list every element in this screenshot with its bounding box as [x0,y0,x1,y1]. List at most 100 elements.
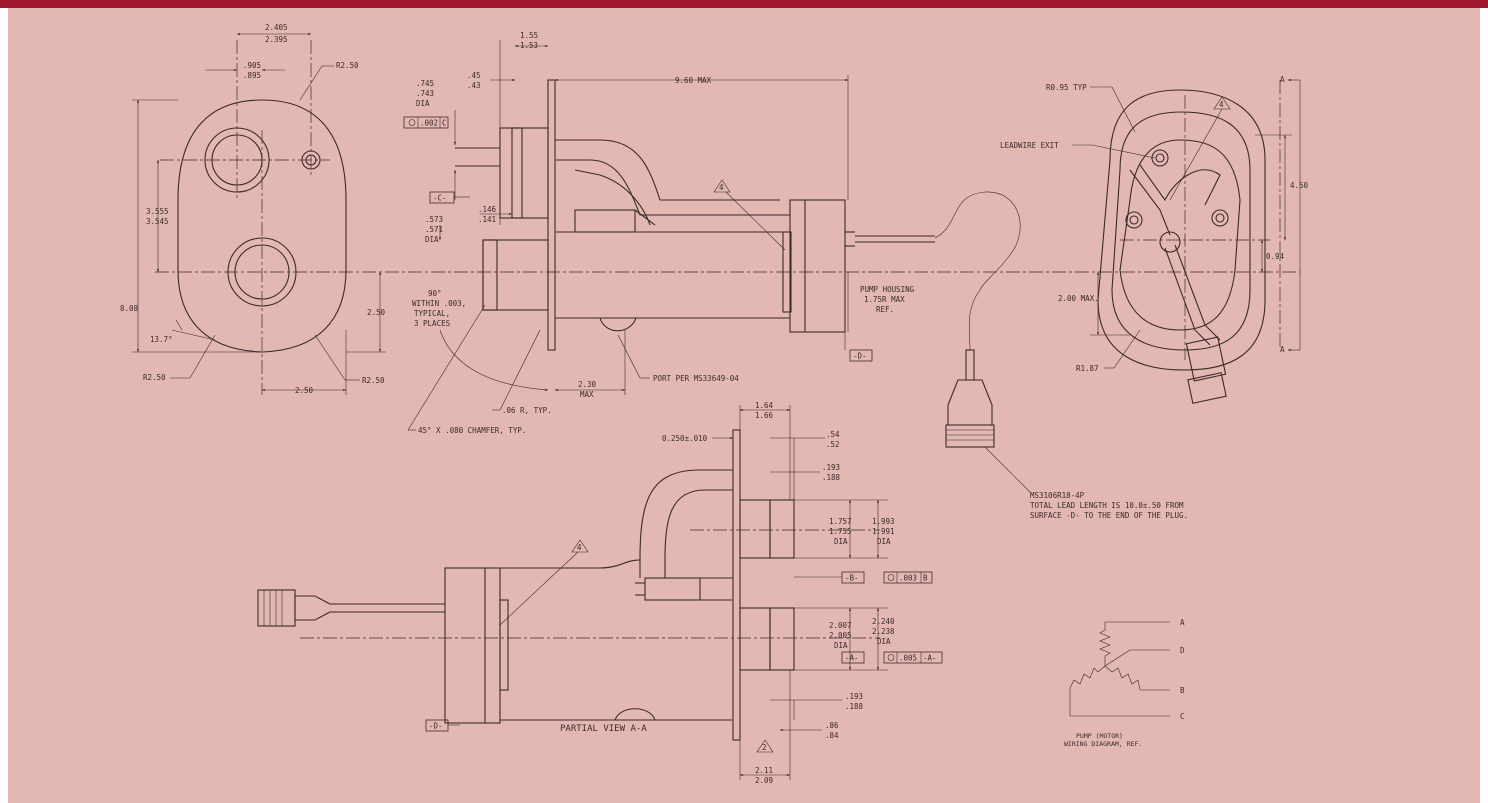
partial-193b-dim-1: .193 [845,692,863,701]
front-height-dim: 8.08 [120,304,139,313]
coil-a [1099,622,1111,666]
partial-note-4: 4 [577,543,582,552]
partial-2240-dim-3: DIA [877,637,891,646]
partial-2240-dim-2: 2.238 [872,627,895,636]
partial-86-dim-2: .84 [825,731,839,740]
partial-view-title: PARTIAL VIEW A-A [560,724,647,734]
side-outlet-boss [482,239,549,311]
end-inner-outline [1111,111,1251,351]
end-view: A A R0.95 TYP 4 LEADWIRE EXIT 4.50 0.94 … [1000,75,1309,404]
perp-note-4: 3 PLACES [414,319,451,328]
side-length-max: 9.60 MAX [675,76,712,85]
section-a-bottom: A [1280,345,1285,354]
connector-note-2: TOTAL LEAD LENGTH IS 10.0±.50 FROM [1030,501,1184,510]
partial-elbow [639,469,733,578]
partial-193a-dim-2: .188 [822,473,841,482]
lead-wire [934,191,1021,351]
side-datum-d: -D- [853,352,867,361]
coil-c [1069,665,1106,689]
front-hole-dim-1: .905 [243,61,261,70]
partial-datum-d: -D- [429,722,443,731]
end-094-dim: 0.94 [1266,252,1285,261]
partial-2007-dim-3: DIA [834,641,848,650]
side-146-dim-2: .141 [478,215,496,224]
end-outer-outline [1097,89,1266,371]
side-573-dim-1: .573 [425,215,443,224]
partial-datum-b: -B- [845,574,859,583]
side-datum-c: -C- [433,194,447,203]
side-230-dim-1: 2.30 [578,380,597,389]
partial-164-dim-2: 1.66 [755,411,774,420]
partial-1993-dim-1: 1.993 [872,517,895,526]
partial-193b-dim-2: .188 [845,702,864,711]
partial-54-dim-2: .52 [826,440,840,449]
coil-b [1104,665,1141,691]
side-bracket [574,209,636,233]
partial-1993-dim-3: DIA [877,537,891,546]
partial-view: 1.64 1.66 0.250±.010 .54 .52 .193 .188 1… [257,401,943,785]
side-573-dim-2: .571 [425,225,443,234]
side-flange [547,79,556,351]
front-hole-dim-2: .895 [243,71,261,80]
top-accent-bar [0,0,1488,8]
terminal-a: A [1180,618,1185,627]
side-146-dim-1: .146 [478,205,497,214]
end-radius-typ: R0.95 TYP [1046,83,1087,92]
side-tube-upper [555,139,780,201]
partial-flange [732,429,741,741]
partial-1757-dim-3: DIA [834,537,848,546]
partial-1757-dim-1: 1.757 [829,517,852,526]
chamfer-note: 45° X .080 CHAMFER, TYP. [418,426,526,435]
connector-note-1: MS3106R18-4P [1030,491,1085,500]
radius-note: .06 R, TYP. [502,406,552,415]
front-width-dim-2: 2.395 [265,35,288,44]
fcf-a-datum: -A- [923,654,937,663]
side-note-4: 4 [719,183,724,192]
connector-note: MS3106R18-4P TOTAL LEAD LENGTH IS 10.0±.… [984,446,1188,520]
front-radius-top: R2.50 [336,61,359,70]
terminal-c: C [1180,712,1185,721]
end-connector [1185,336,1227,382]
fcf-a-value: .005 [899,654,917,663]
side-view: 1.55 1.53 .45 .43 9.60 MAX .745 .743 DIA… [403,31,1021,448]
connector-note-3: SURFACE -D- TO THE END OF THE PLUG. [1030,511,1188,520]
end-radius-187: R1.87 [1076,364,1099,373]
wiring-caption-2: WIRING DIAGRAM, REF. [1064,740,1142,748]
partial-2007-dim-1: 2.007 [829,621,852,630]
side-dia-top-1: .745 [416,79,434,88]
side-dia-top-2: .743 [416,89,434,98]
side-573-dim-3: DIA [425,235,439,244]
pump-housing-3: REF. [876,305,894,314]
front-angle: 13.7° [150,335,173,344]
section-a-top: A [1280,75,1285,84]
side-flange-dim-1: 1.55 [520,31,538,40]
side-inlet-boss [499,127,549,219]
port-note: PORT PER MS33649-04 [653,374,739,383]
side-port [599,317,637,332]
perp-note-1: 90° [428,289,442,298]
side-inlet-groove [511,127,523,219]
terminal-b: B [1180,686,1185,695]
partial-211-dim-1: 2.11 [755,766,773,775]
perp-note-3: TYPICAL, [414,309,450,318]
connector-plug [947,379,993,426]
partial-86-dim-1: .86 [825,721,839,730]
partial-1993-dim-2: 1.991 [872,527,895,536]
wiring-diagram: A D B C PUMP (MOTOR) WIRING DIAGRAM, REF… [1064,618,1185,748]
front-radius-right: R2.50 [362,376,385,385]
fcf-top-datum: C [442,119,447,128]
front-right-dim: 2.50 [367,308,386,317]
front-bottom-dim: 2.50 [295,386,314,395]
partial-connector [294,595,331,621]
front-view: 2.405 2.395 .905 .895 R2.50 8.08 3.555 3… [120,23,1300,395]
fcf-b-value: .003 [899,574,917,583]
pump-housing-2: 1.75R MAX [864,295,905,304]
front-spacing-dim-2: 3.545 [146,217,169,226]
end-note-4: 4 [1219,100,1224,109]
side-pump-housing [789,199,846,333]
leadwire-exit: LEADWIRE EXIT [1000,141,1059,150]
side-230-dim-2: MAX [580,390,594,399]
perp-note-2: WITHIN .003, [412,299,466,308]
partial-54-dim-1: .54 [826,430,840,439]
